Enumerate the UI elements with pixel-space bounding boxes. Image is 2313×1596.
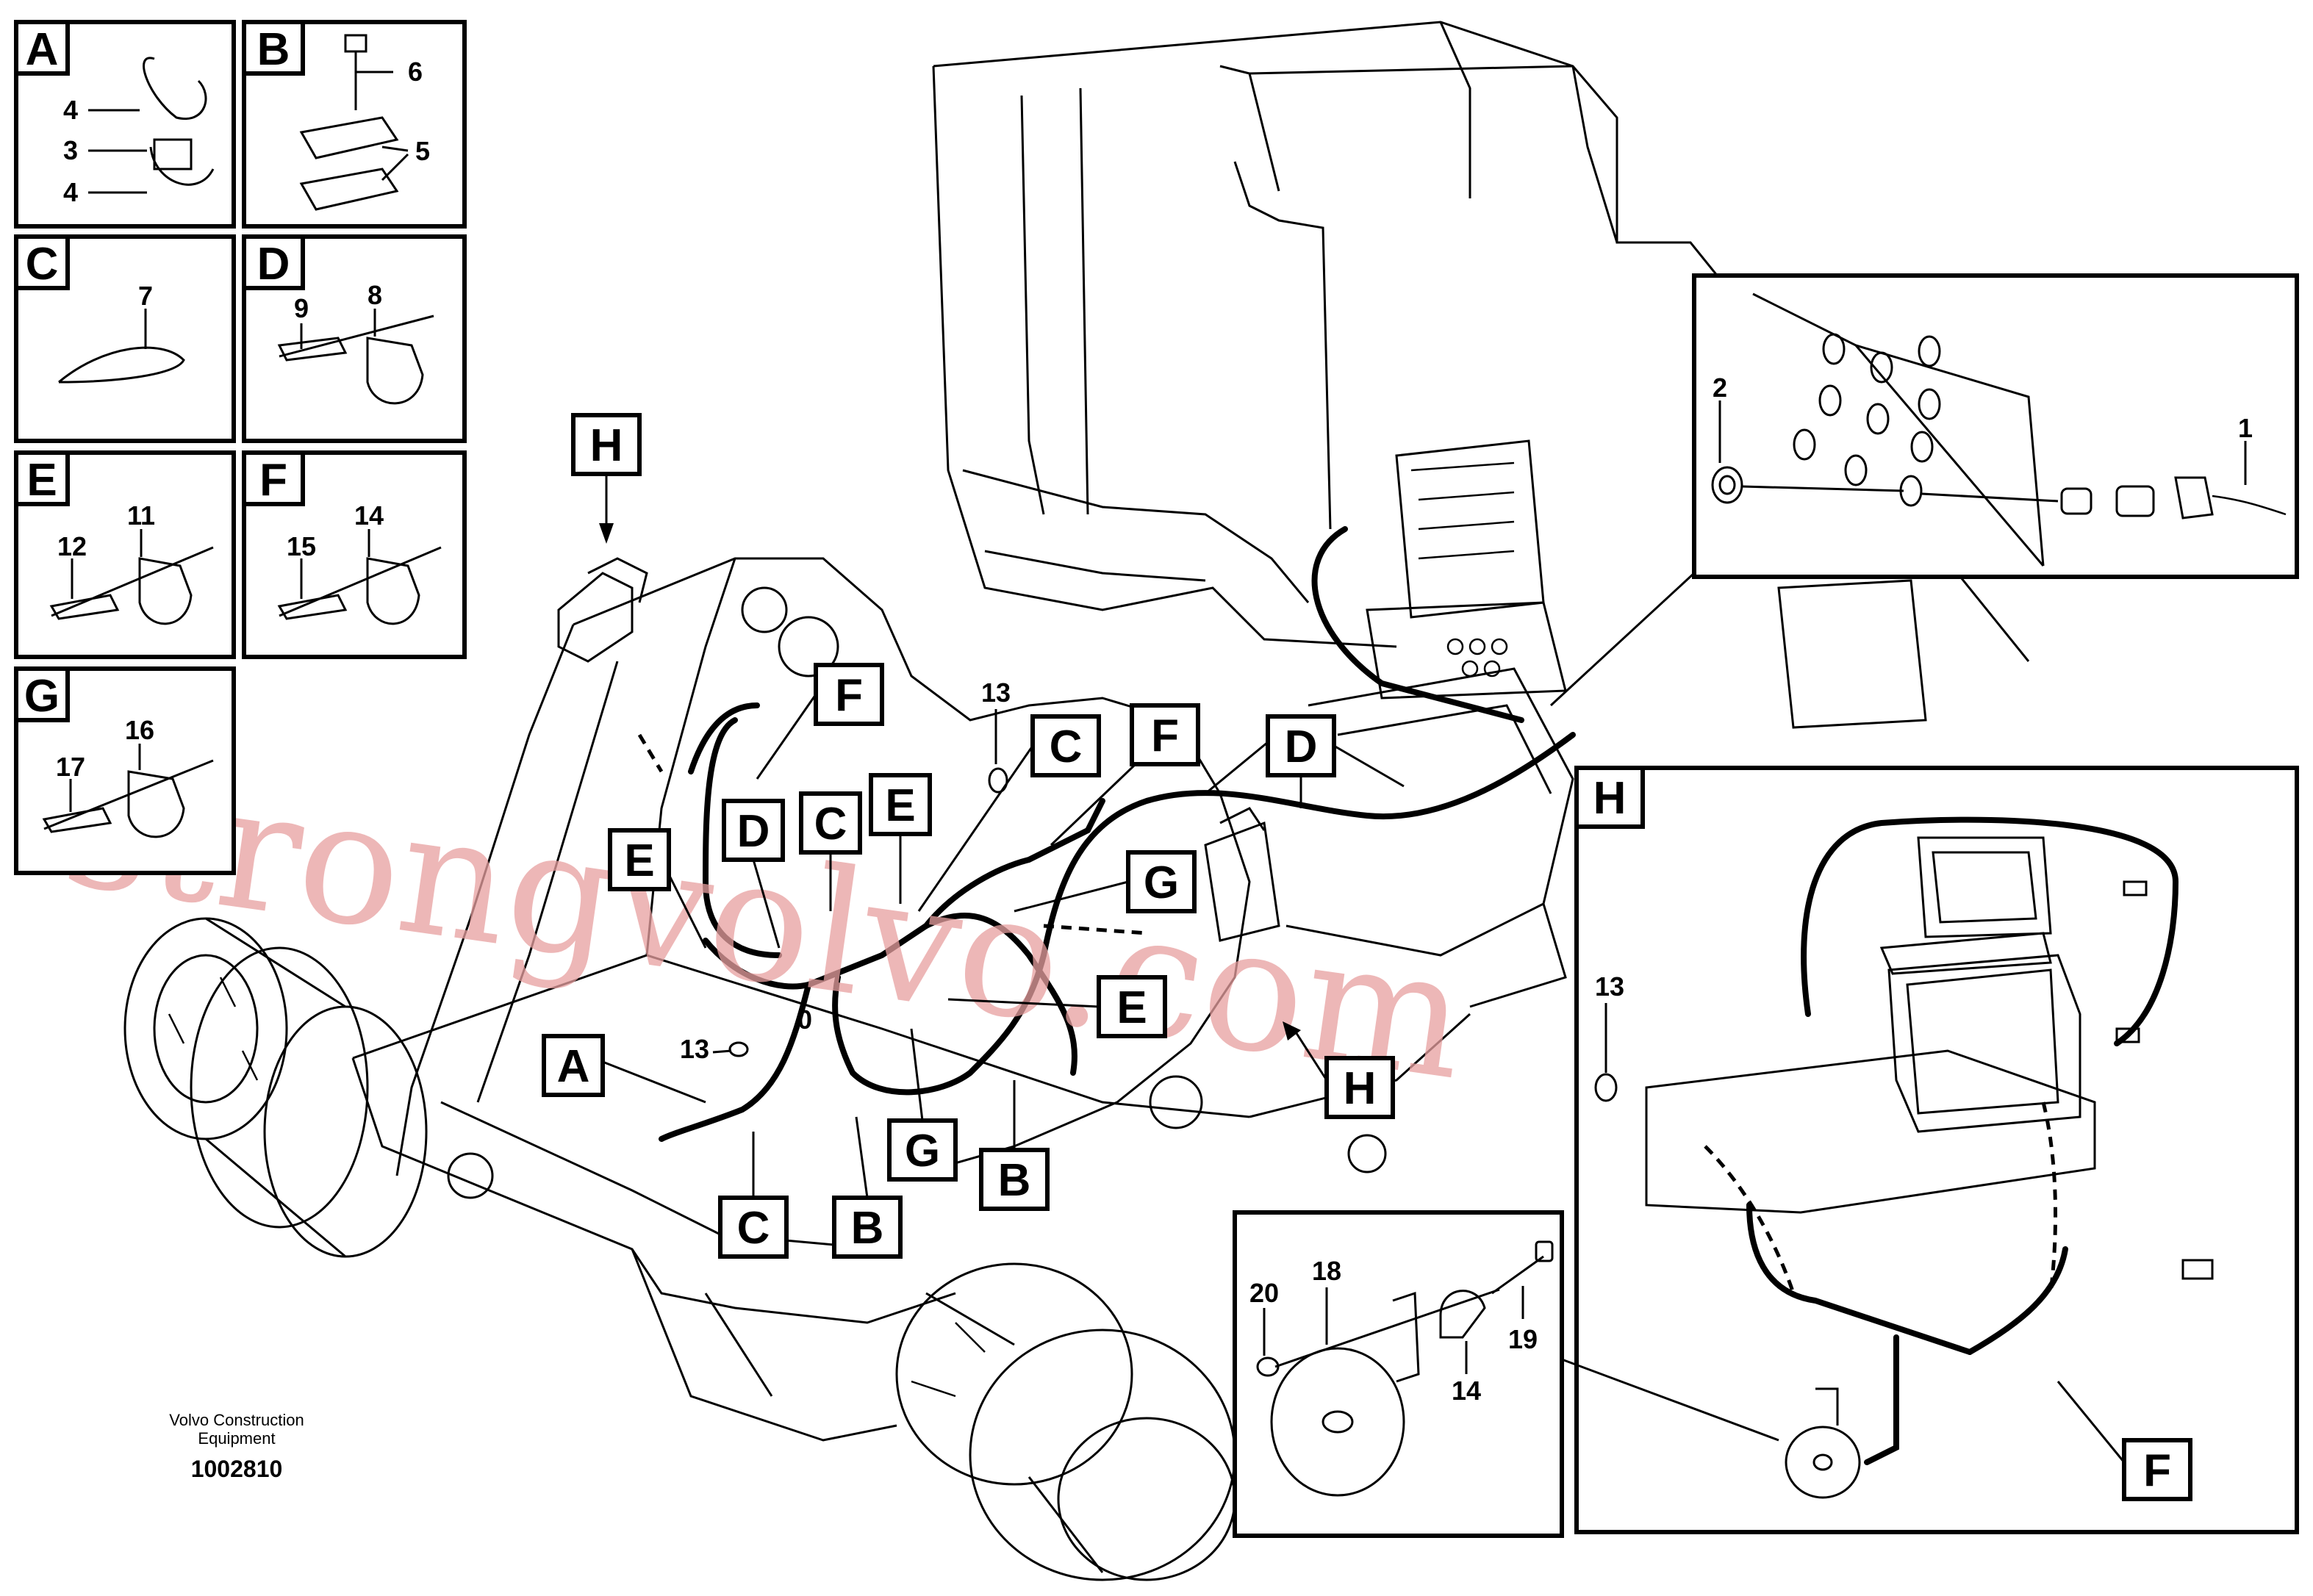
panel-b-part-clamp: 5: [415, 136, 430, 166]
h-detail-part-13: 13: [1595, 971, 1624, 1002]
svg-text:E: E: [885, 780, 915, 831]
callout-f-left: F: [756, 663, 884, 780]
svg-text:G: G: [905, 1126, 940, 1176]
callout-c-lower: C: [718, 1132, 789, 1259]
panel-a-part-lower: 4: [63, 177, 78, 207]
callout-d-right: D: [1205, 714, 1405, 808]
panel-e-part-bolt: 12: [57, 531, 87, 561]
panel-f-letter: F: [259, 455, 287, 506]
detail-panel-g: G 17 16: [14, 666, 236, 875]
callout-c-left: C: [799, 791, 862, 911]
panel-f-part-bolt: 15: [287, 531, 316, 561]
svg-text:C: C: [737, 1203, 770, 1254]
panel-a-letter: A: [26, 24, 59, 75]
connector-part-plug: 1: [2238, 413, 2253, 443]
callout-b-lower: B: [832, 1116, 903, 1259]
callout-e-left: E: [608, 828, 707, 949]
detail-panel-a: A 4 3 4: [14, 20, 236, 229]
part-13-lower: 13: [680, 1034, 749, 1064]
h-detail-panel: H 13 F: [1574, 766, 2299, 1534]
horn-part-horn: 18: [1312, 1256, 1341, 1286]
panel-d-letter: D: [257, 239, 290, 290]
callout-g-right: G: [1014, 850, 1197, 913]
footer-line1: Volvo Construction: [169, 1411, 304, 1429]
svg-text:F: F: [1151, 711, 1179, 761]
panel-e-letter: E: [26, 455, 57, 506]
svg-text:F: F: [835, 670, 863, 721]
callout-h-top: H: [571, 413, 642, 544]
panel-c-part-tie: 7: [138, 281, 153, 311]
callout-g-lower: G: [887, 1028, 958, 1182]
horn-detail-panel: 20 18 19 14: [1233, 1210, 1779, 1538]
detail-panel-c: C 7: [14, 234, 236, 443]
drawing-number: 1002810: [191, 1456, 283, 1482]
panel-e-part-clamp: 11: [127, 500, 155, 531]
svg-text:G: G: [1144, 858, 1179, 908]
footer-line2: Equipment: [198, 1429, 275, 1448]
callout-f-mid: F: [1050, 703, 1200, 846]
watermark: strongvolvo.com: [53, 727, 1477, 1118]
panel-g-part-bolt: 17: [56, 752, 85, 782]
svg-text:E: E: [1116, 982, 1147, 1033]
h-detail-letter: H: [1593, 773, 1627, 824]
panel-f-part-clamp: 14: [354, 500, 384, 531]
panel-a-part-clip: 3: [63, 135, 78, 165]
callout-d-left: D: [722, 799, 785, 949]
callout-a-lower: A: [542, 1034, 706, 1104]
h-detail-f-callout: F: [2143, 1445, 2171, 1496]
detail-panel-f: F 15 14: [242, 450, 467, 659]
part-13-top: 13: [981, 677, 1011, 794]
svg-text:C: C: [1050, 722, 1083, 772]
panel-b-part-bolt: 6: [408, 57, 423, 87]
panel-d-part-bolt: 9: [294, 293, 309, 323]
svg-text:H: H: [1344, 1063, 1377, 1114]
svg-text:C: C: [814, 799, 847, 849]
callout-e-upper: E: [869, 773, 932, 904]
panel-g-part-clamp: 16: [125, 715, 154, 745]
svg-text:13: 13: [680, 1034, 709, 1064]
right-wheel-hub: [895, 1262, 1236, 1581]
callout-b-right: B: [979, 1080, 1050, 1211]
svg-text:A: A: [557, 1041, 590, 1092]
horn-part-nut: 20: [1249, 1278, 1279, 1308]
detail-panel-e: E 12 11: [14, 450, 236, 659]
panel-a-part-upper: 4: [63, 95, 78, 125]
horn-part-clamp: 14: [1452, 1376, 1481, 1406]
panel-c-letter: C: [26, 239, 59, 290]
callout-e-right: E: [947, 975, 1167, 1038]
svg-text:13: 13: [981, 677, 1011, 708]
svg-text:D: D: [737, 806, 770, 857]
panel-g-letter: G: [24, 671, 60, 722]
connector-detail-panel: 2 1: [1549, 273, 2299, 707]
panel-b-letter: B: [257, 24, 290, 75]
detail-panel-d: D 9 8: [242, 234, 467, 443]
svg-text:B: B: [851, 1203, 884, 1254]
horn-part-bolt: 19: [1508, 1324, 1538, 1354]
callout-h-right: H: [1283, 1021, 1395, 1119]
connector-part-nut: 2: [1713, 373, 1727, 403]
panel-d-part-clamp: 8: [367, 280, 382, 310]
svg-text:E: E: [624, 835, 654, 886]
detail-panel-b: B 6 5: [242, 20, 467, 229]
svg-text:B: B: [998, 1155, 1031, 1206]
svg-text:D: D: [1285, 722, 1318, 772]
svg-text:H: H: [590, 420, 623, 471]
part-0: 0: [797, 1004, 812, 1035]
left-wheel-hub: [123, 917, 428, 1258]
callout-c-mid: C: [917, 714, 1101, 912]
